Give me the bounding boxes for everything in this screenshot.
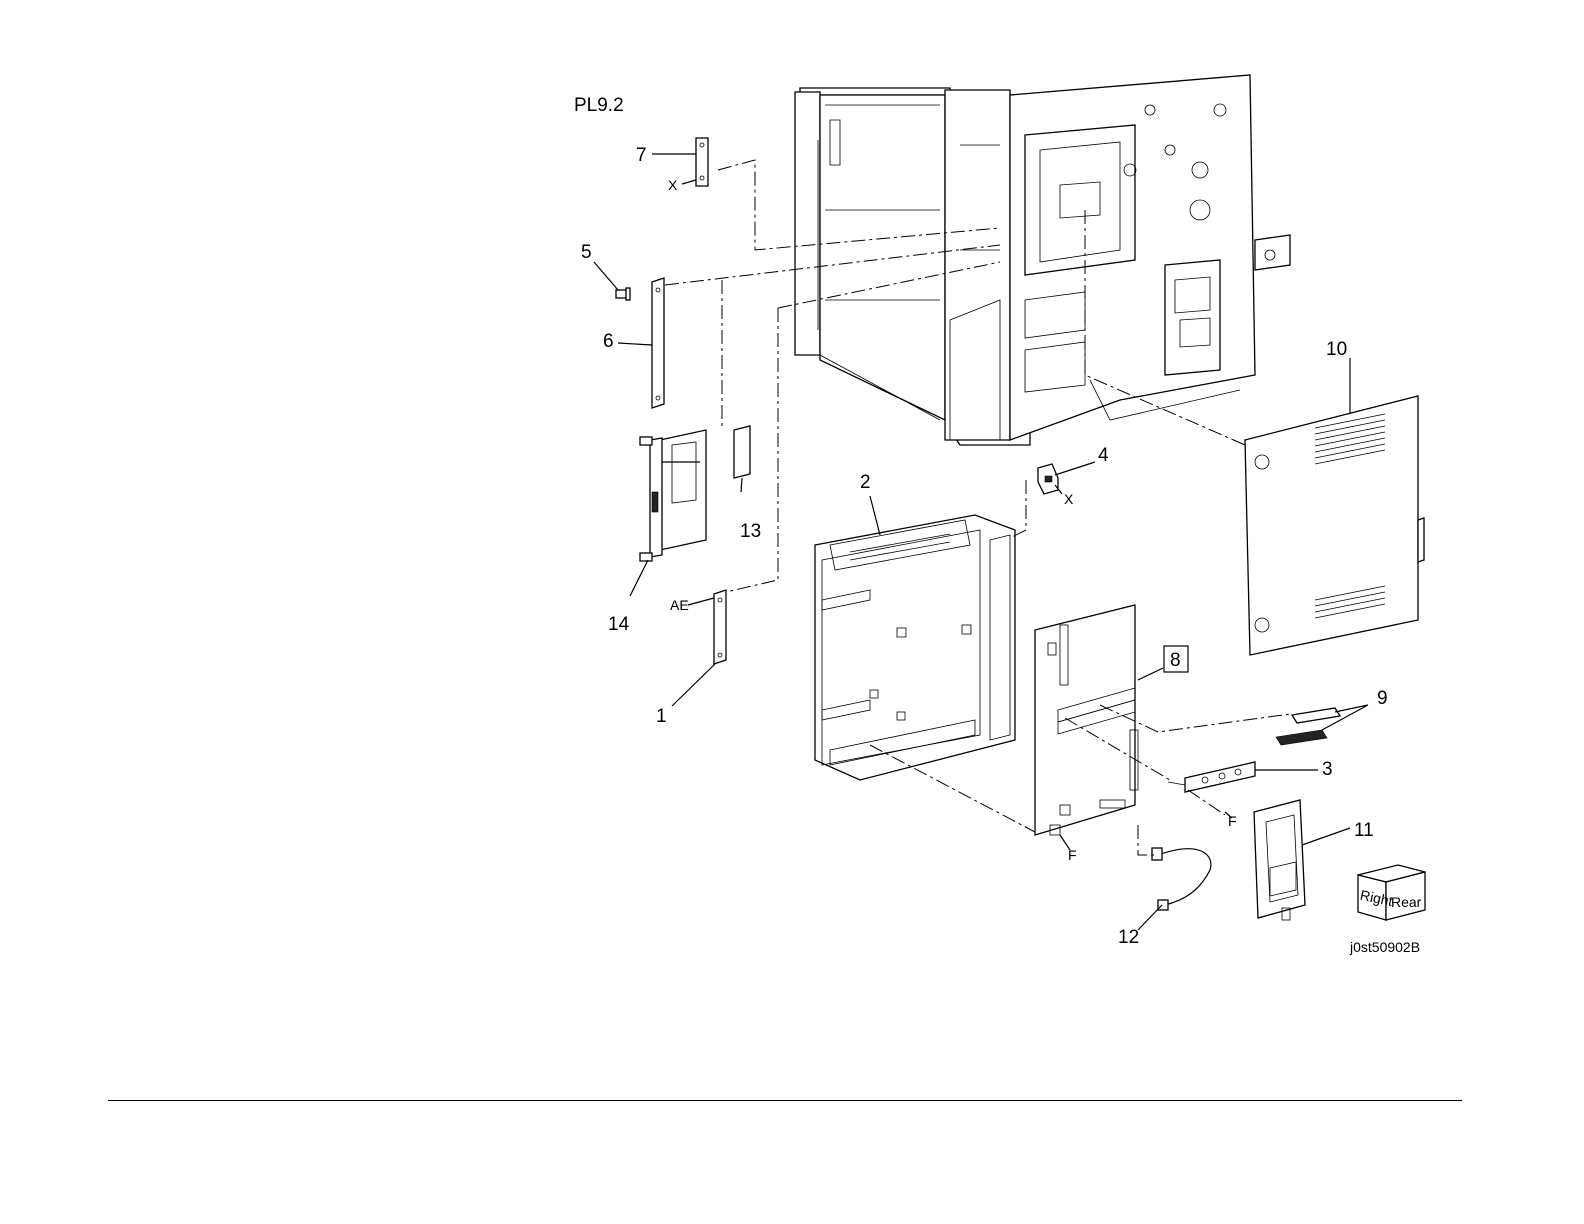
ref-ae: AE [670,597,689,613]
part-7-bracket [696,138,708,186]
diagram-title: PL9.2 [574,95,624,116]
interface-board-assembly [640,430,706,561]
callout-9: 9 [1377,688,1388,709]
part-1-plate [714,590,726,664]
part-4-bracket [1038,464,1058,494]
callout-5: 5 [581,242,592,263]
callout-4: 4 [1098,445,1109,466]
ref-f-left: F [1068,847,1077,863]
part-6-plate [652,278,664,408]
part-13-card [734,426,750,478]
callout-3: 3 [1322,759,1333,780]
image-code: j0st50902B [1349,939,1420,955]
part-3-bracket [1168,762,1255,792]
callout-8: 8 [1170,650,1181,671]
callout-10: 10 [1326,339,1347,360]
orientation-cube: Right Rear [1358,865,1425,920]
cube-rear-label: Rear [1391,894,1422,910]
ref-f-right: F [1228,813,1237,829]
part-2-ess-box [815,515,1015,780]
part-10-rear-cover [1245,396,1424,655]
callout-2: 2 [860,472,871,493]
footer-divider [108,1100,1462,1101]
part-9-memory-modules [1276,708,1340,745]
callout-6: 6 [603,331,614,352]
part-11-hard-disk [1254,800,1305,920]
part-8-controller-board [1035,605,1138,835]
machine-frame-illustration [795,75,1290,445]
callout-12: 12 [1118,927,1139,948]
callout-11: 11 [1354,820,1374,841]
part-12-cable [1152,848,1211,910]
callout-14: 14 [608,614,630,635]
callout-1: 1 [656,706,667,727]
callout-7: 7 [636,145,647,166]
callout-13: 13 [740,521,761,542]
ref-x-top: X [668,177,678,193]
ref-x-mid: X [1064,491,1074,507]
